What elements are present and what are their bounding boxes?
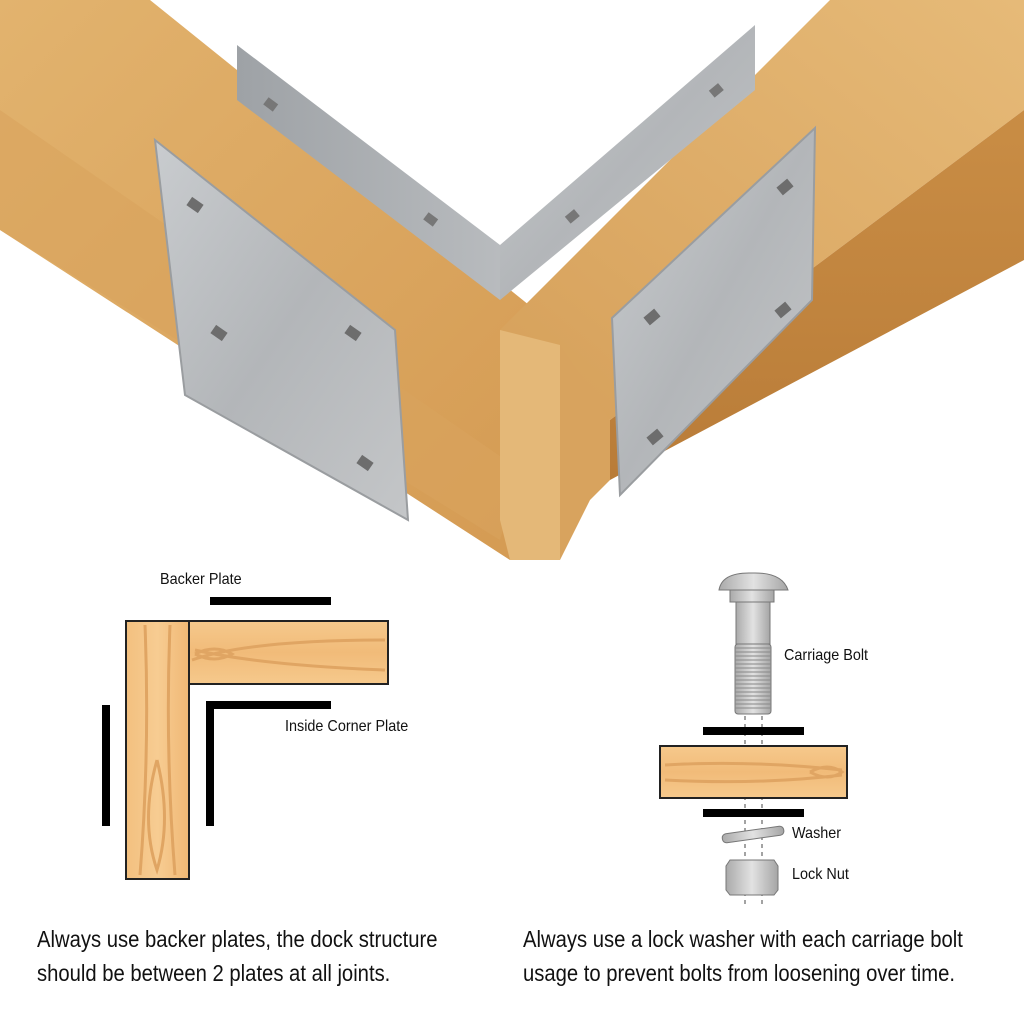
horizontal-board	[188, 620, 389, 685]
bottom-plate	[703, 809, 804, 817]
dock-corner-photo	[0, 0, 1024, 560]
right-caption-line-1: Always use a lock washer with each carri…	[523, 926, 963, 952]
top-plate	[703, 727, 804, 735]
wood-board-section	[659, 745, 848, 799]
left-caption: Always use backer plates, the dock struc…	[37, 922, 437, 990]
beam-end-grain	[500, 330, 560, 560]
lock-nut-label: Lock Nut	[792, 866, 849, 883]
lock-nut	[725, 859, 779, 896]
left-backer-plate	[153, 137, 410, 522]
backer-plate-top	[210, 597, 331, 605]
carriage-bolt-label: Carriage Bolt	[784, 647, 869, 664]
right-backer-plate	[610, 125, 817, 498]
left-caption-line-1: Always use backer plates, the dock struc…	[37, 926, 438, 952]
backer-plate-label: Backer Plate	[160, 571, 242, 588]
inside-corner-plate-label: Inside Corner Plate	[285, 718, 409, 735]
right-caption-line-2: usage to prevent bolts from loosening ov…	[523, 960, 956, 986]
vertical-board	[125, 620, 190, 880]
carriage-bolt-head	[718, 572, 789, 591]
left-caption-line-2: should be between 2 plates at all joints…	[37, 960, 391, 986]
backer-plate-left	[102, 705, 110, 826]
washer-label: Washer	[792, 825, 842, 842]
right-caption: Always use a lock washer with each carri…	[523, 922, 963, 990]
carriage-bolt-shank	[735, 601, 771, 645]
washer	[721, 825, 785, 844]
inside-corner-plate	[237, 45, 500, 300]
